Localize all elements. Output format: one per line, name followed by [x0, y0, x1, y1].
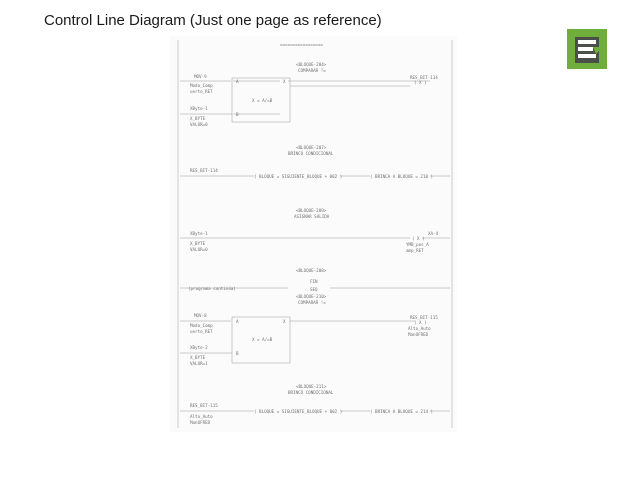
block2-jump: ( BRINCA A BLOQUE = 210 ) — [370, 174, 433, 179]
block4-fin: FIN — [310, 279, 318, 284]
block2-title: BRINCO CONDICIONAL — [288, 151, 334, 156]
block1-in-a-label: MOV-9 — [194, 74, 207, 79]
block5-in-b-sub-1: VALOR=1 — [190, 361, 208, 366]
block3-title: ASIGNAR SALIDA — [294, 214, 330, 219]
block5-out-sub-0: Alto_Auto — [408, 326, 431, 331]
block5-out-label: RES_BIT-115 — [410, 315, 438, 320]
block3-out-label: XA-4 — [428, 231, 439, 236]
block5-in-b-sub-0: X_BYTE — [190, 355, 206, 360]
block5-out-coil: ( X ) — [414, 320, 427, 325]
block6-contact: RES_BIT-115 — [190, 403, 218, 408]
block5-out-sub-1: ManOFRED — [408, 332, 429, 337]
block4-name: <BLOQUE-208> — [296, 268, 327, 273]
block3-out-sub-1: amp_RET — [406, 248, 424, 253]
block6-title: BRINCO CONDICIONAL — [288, 390, 334, 395]
block5-title: COMPARAR != — [298, 300, 326, 305]
block1-out-coil: ( X ) — [414, 80, 427, 85]
block1-port-x: X — [283, 79, 286, 84]
block5-port-b: B — [236, 351, 239, 356]
block2-next-block: ( BLOQUE = SIGUIENTE_BLOQUE + 002 ) — [254, 174, 342, 179]
block1-in-a-sub-0: Modo_Comp — [190, 83, 213, 88]
block4-seq: SEQ — [310, 287, 318, 292]
block3-name: <BLOQUE-209> — [296, 208, 327, 213]
block3-out-coil: ( X ) — [412, 236, 425, 241]
block3-in-sub-0: X_BYTE — [190, 241, 206, 246]
block5-in-b-label: XByte-2 — [190, 345, 208, 350]
block5-func: X = A/=B — [252, 337, 273, 342]
block3-in-label: XByte-1 — [190, 231, 208, 236]
block5-in-a-sub-1: uerto_RET — [190, 329, 213, 334]
block6-name: <BLOQUE-211> — [296, 384, 327, 389]
block1-title: COMPARAR != — [298, 68, 326, 73]
block5-in-a-sub-0: Modo_Comp — [190, 323, 213, 328]
block6-next-block: ( BLOQUE = SIGUIENTE_BLOQUE + 002 ) — [254, 409, 342, 414]
block1-port-a: A — [236, 79, 239, 84]
block4-prog: (programa continúa) — [188, 286, 236, 291]
slide-title: Control Line Diagram (Just one page as r… — [44, 12, 382, 29]
block1-port-b: B — [236, 112, 239, 117]
block6-contact-sub-1: ManOFRED — [190, 420, 211, 425]
block1-in-a-sub-1: uerto_RET — [190, 89, 213, 94]
block1-func: X = A/=B — [252, 98, 273, 103]
green-document-logo-icon — [567, 29, 607, 69]
block3-out-sub-0: YMB_pos_A — [406, 242, 429, 247]
diagram-header: ================= — [280, 42, 323, 47]
block5-port-a: A — [236, 319, 239, 324]
block1-name: <BLOQUE-204> — [296, 62, 327, 67]
block1-in-b-sub-1: VALOR=0 — [190, 122, 208, 127]
block2-name: <BLOQUE-207> — [296, 145, 327, 150]
block5-port-x: X — [283, 319, 286, 324]
block6-contact-sub-0: Alto_Auto — [190, 414, 213, 419]
block5-name: <BLOQUE-210> — [296, 294, 327, 299]
block3-in-sub-1: VALOR=0 — [190, 247, 208, 252]
block6-jump: ( BRINCA A BLOQUE = 214 ) — [370, 409, 433, 414]
block1-in-b-label: XByte-1 — [190, 106, 208, 111]
ladder-diagram-page: ================= <BLOQUE-204> COMPARAR … — [170, 36, 457, 432]
block2-contact: RES_BIT-114 — [190, 168, 218, 173]
block5-in-a-label: MOV-8 — [194, 313, 207, 318]
block1-out-label: RES_BIT-114 — [410, 75, 438, 80]
block1-in-b-sub-0: X_BYTE — [190, 116, 206, 121]
